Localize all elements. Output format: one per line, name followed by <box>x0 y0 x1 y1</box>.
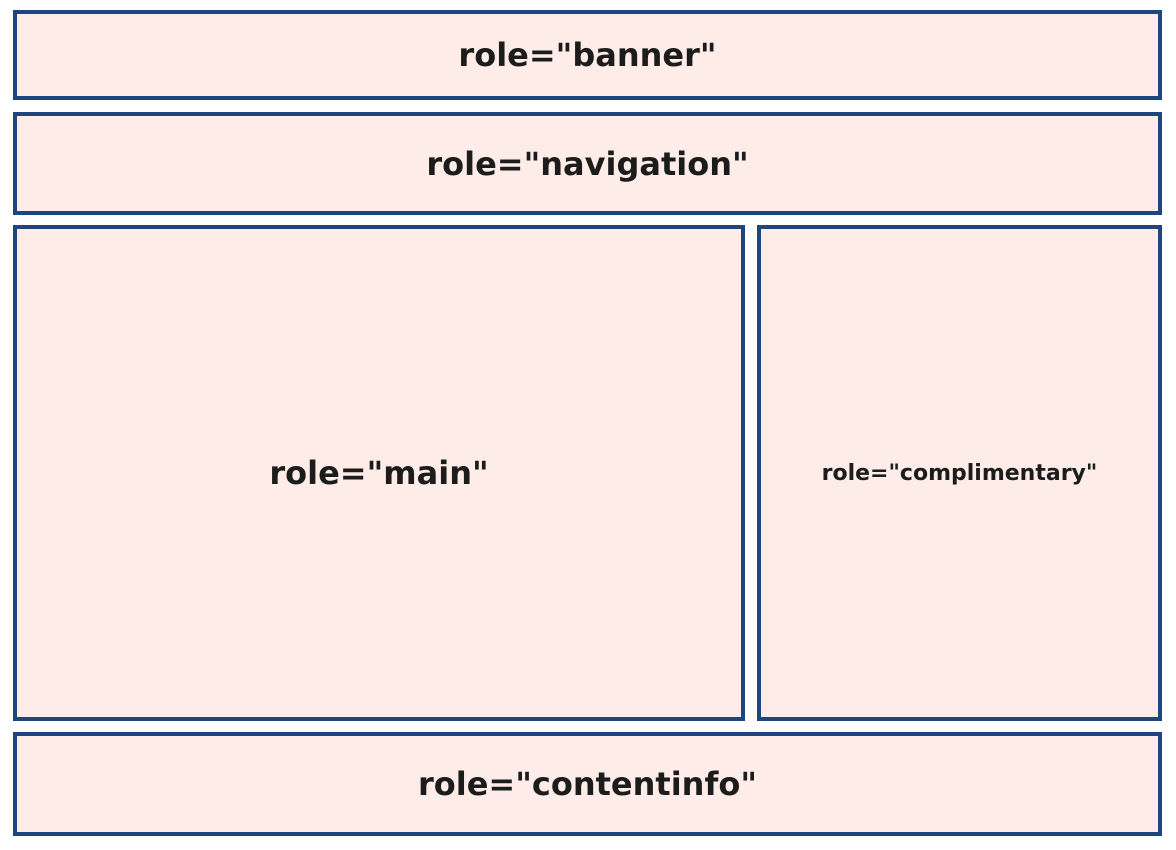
navigation-region: role="navigation" <box>13 112 1162 215</box>
banner-label: role="banner" <box>458 36 717 74</box>
contentinfo-label: role="contentinfo" <box>417 765 758 803</box>
banner-region: role="banner" <box>13 10 1162 100</box>
complementary-region: role="complimentary" <box>757 225 1162 721</box>
complementary-label: role="complimentary" <box>821 460 1098 486</box>
main-region: role="main" <box>13 225 745 721</box>
contentinfo-region: role="contentinfo" <box>13 732 1162 836</box>
main-label: role="main" <box>269 454 489 492</box>
navigation-label: role="navigation" <box>426 144 749 183</box>
